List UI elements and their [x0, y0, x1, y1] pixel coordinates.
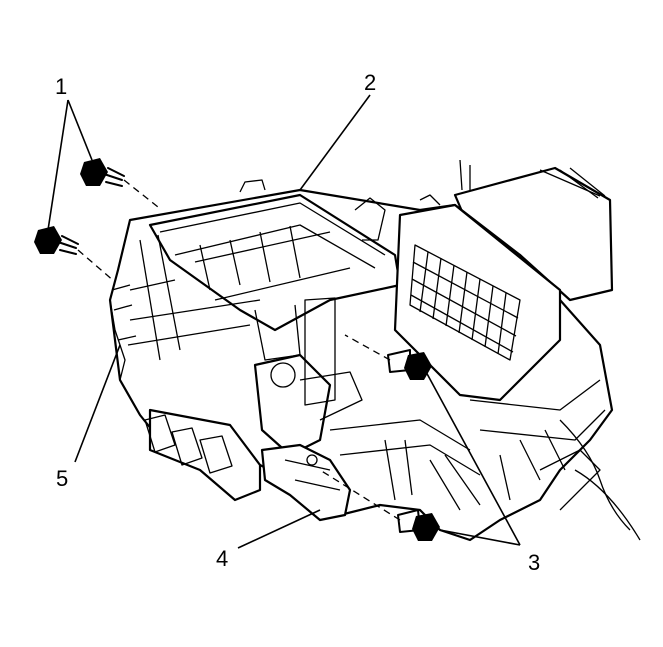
hvac-case-assembly: [108, 159, 641, 542]
bolt-1b: [34, 226, 79, 255]
callout-1: 1: [55, 74, 67, 99]
filter-grille: [409, 244, 521, 361]
bolt-1a: [80, 158, 125, 187]
leader-lines: [47, 94, 521, 549]
bolt-3b: [397, 509, 440, 541]
bolt-3a: [387, 349, 432, 380]
callout-4: 4: [216, 546, 228, 571]
top-tray: [148, 193, 402, 332]
callout-2: 2: [364, 70, 376, 95]
callout-3: 3: [528, 550, 540, 575]
callout-5: 5: [56, 466, 68, 491]
actuator-pivot: [270, 362, 296, 388]
mode-actuator: [253, 353, 332, 457]
